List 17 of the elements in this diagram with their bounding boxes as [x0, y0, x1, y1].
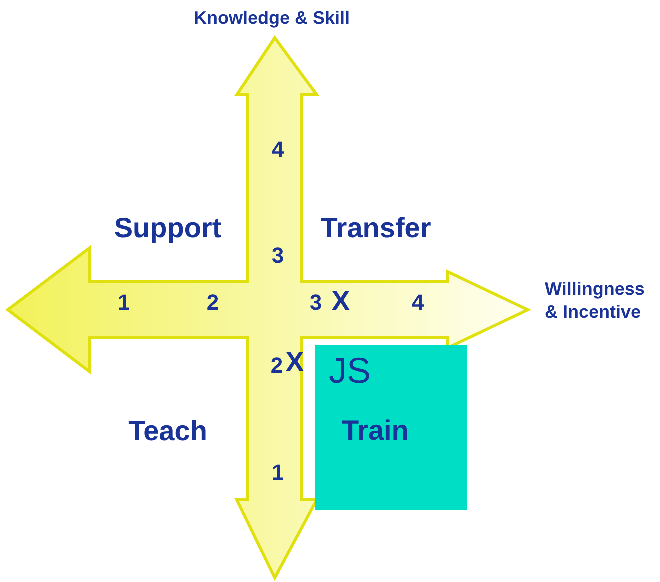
- scale-number: 4: [272, 137, 284, 162]
- quadrant-label: Teach: [128, 416, 208, 446]
- scale-number: 1: [118, 290, 130, 315]
- scale-number: 3: [310, 290, 322, 315]
- axis-title: Willingness & Incentive: [545, 278, 646, 324]
- highlight-box: [315, 345, 467, 510]
- scale-number: 1: [272, 460, 284, 485]
- quadrant-label: Support: [114, 212, 222, 244]
- quadrant-label: Train: [342, 417, 409, 445]
- scale-number: 4: [412, 290, 424, 315]
- scale-number: 2: [270, 353, 284, 378]
- box-initials: JS: [329, 353, 372, 389]
- position-mark: X: [332, 286, 350, 316]
- quadrant-label: Transfer: [320, 212, 432, 244]
- axis-title: Knowledge & Skill: [194, 8, 350, 28]
- scale-number: 3: [272, 243, 284, 268]
- scale-number: 2: [206, 290, 220, 315]
